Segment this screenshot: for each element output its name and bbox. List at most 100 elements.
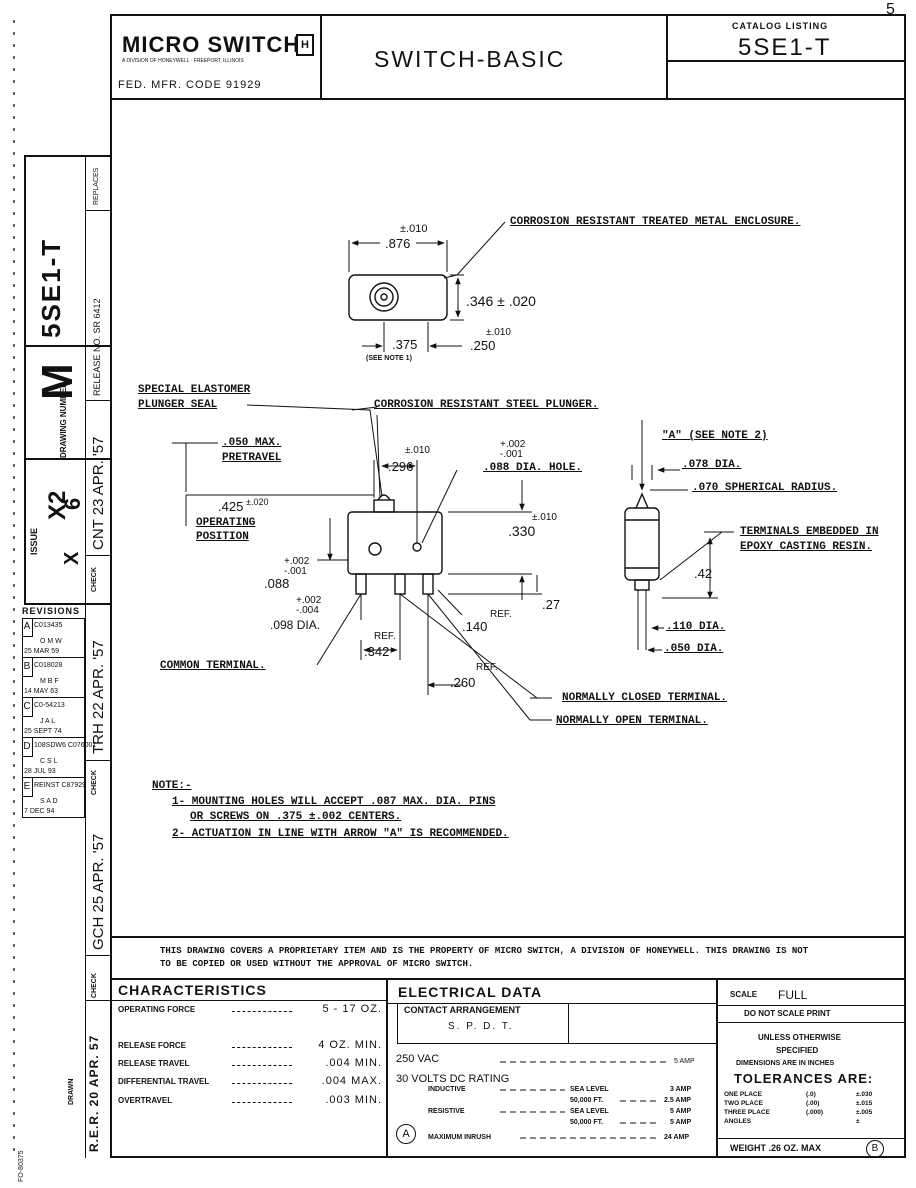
dia-050-label: .050 DIA. bbox=[664, 643, 724, 655]
tolerance-value: ±.005 bbox=[856, 1109, 873, 1116]
dim-250: .250 bbox=[470, 338, 496, 353]
hole-tol-minus: -.001 bbox=[500, 449, 523, 460]
company-sub: A DIVISION OF HONEYWELL · FREEPORT, ILLI… bbox=[122, 58, 244, 64]
check-label-2: CHECK bbox=[91, 770, 98, 795]
revision-letter: A bbox=[22, 618, 33, 637]
issue-struck: X bbox=[61, 551, 83, 565]
form-number: FO-80375 bbox=[18, 1150, 25, 1182]
ref-label-2: REF. bbox=[374, 631, 396, 642]
characteristic-value: .004 MAX. bbox=[321, 1075, 382, 1087]
tolerance-example: (.00) bbox=[806, 1100, 820, 1107]
dim-296-tol: ±.010 bbox=[405, 445, 430, 456]
revision-by: M B F bbox=[40, 678, 59, 685]
tolerance-label: ANGLES bbox=[724, 1118, 752, 1125]
dim-088: .088 bbox=[264, 576, 290, 591]
tolerance-value: ±.030 bbox=[856, 1091, 873, 1098]
tolerance-label: TWO PLACE bbox=[724, 1100, 763, 1107]
no-terminal-label: NORMALLY OPEN TERMINAL. bbox=[556, 715, 708, 727]
vac-amp: 5 AMP bbox=[674, 1058, 695, 1065]
drawn-label: DRAWN bbox=[68, 1078, 75, 1105]
drawing-number-label: DRAWING NUMBER bbox=[59, 382, 68, 458]
notes-heading: NOTE:- bbox=[152, 780, 192, 792]
issue-label: ISSUE bbox=[29, 527, 39, 555]
fed-code: FED. MFR. CODE 91929 bbox=[118, 79, 262, 91]
signature-trh: TRH 22 APR. '57 bbox=[90, 640, 107, 754]
characteristics-divider bbox=[110, 1000, 388, 1001]
revision-letter: D bbox=[22, 738, 33, 757]
revision-code: 108SDW6 C076001 bbox=[34, 742, 97, 749]
catalog-divider bbox=[666, 60, 906, 62]
revision-letter: E bbox=[22, 778, 33, 797]
rev-b-circle: B bbox=[866, 1140, 884, 1158]
tolerance-example: (.0) bbox=[806, 1091, 816, 1098]
revision-date: 28 JUL 93 bbox=[24, 768, 56, 775]
res-alt-amp: 5 AMP bbox=[670, 1119, 692, 1126]
inrush-label: MAXIMUM INRUSH bbox=[428, 1134, 491, 1141]
side-title-block bbox=[24, 155, 112, 605]
steel-plunger-label: CORROSION RESISTANT STEEL PLUNGER. bbox=[374, 399, 599, 411]
unless-line-1: UNLESS OTHERWISE bbox=[758, 1033, 841, 1042]
ind-alt-amp: 2.5 AMP bbox=[664, 1097, 691, 1104]
revision-by: S A D bbox=[40, 798, 58, 805]
side-divider-5 bbox=[85, 400, 112, 401]
characteristic-label: RELEASE FORCE bbox=[118, 1041, 187, 1050]
dim-330: .330 bbox=[508, 523, 536, 539]
weight: WEIGHT .26 OZ. MAX bbox=[730, 1143, 822, 1153]
revision-code: REINST C87929 bbox=[34, 782, 87, 789]
res-sl-amp: 5 AMP bbox=[670, 1108, 692, 1115]
ind-sl-amp: 3 AMP bbox=[670, 1086, 692, 1093]
dim-098-minus: -.004 bbox=[296, 605, 319, 616]
revision-code: C018028 bbox=[34, 662, 63, 669]
dim-098-plus: +.002 bbox=[296, 595, 322, 606]
drawing-title: SWITCH-BASIC bbox=[374, 46, 566, 72]
proprietary-notice: THIS DRAWING COVERS A PROPRIETARY ITEM A… bbox=[160, 946, 809, 969]
dim-342: .342 bbox=[364, 644, 390, 659]
contact-value: S. P. D. T. bbox=[448, 1021, 514, 1032]
ind-sea-level: SEA LEVEL bbox=[570, 1086, 609, 1093]
honeywell-mark-icon: H bbox=[296, 34, 314, 56]
revision-by: C S L bbox=[40, 758, 58, 765]
release-label: RELEASE NO. SR 6412 bbox=[92, 298, 102, 396]
dim-140: .140 bbox=[462, 619, 488, 634]
side-divider-8 bbox=[85, 955, 112, 956]
hole-dia-label: .088 DIA. HOLE. bbox=[483, 462, 583, 474]
nc-terminal-label: NORMALLY CLOSED TERMINAL. bbox=[562, 692, 728, 704]
characteristic-value: 5 - 17 OZ. bbox=[322, 1003, 382, 1015]
leader-dash bbox=[232, 1011, 292, 1012]
electrical-title: ELECTRICAL DATA bbox=[398, 984, 543, 1000]
tolerance-value: ±.015 bbox=[856, 1100, 873, 1107]
dim-876-tol: ±.010 bbox=[400, 223, 428, 235]
dim-088-plus: +.002 bbox=[284, 556, 310, 567]
side-divider-10 bbox=[85, 555, 86, 1158]
scale-divider-1 bbox=[716, 1005, 906, 1006]
plunger-seal-label: SPECIAL ELASTOMER PLUNGER SEAL bbox=[138, 384, 251, 411]
characteristics-title: CHARACTERISTICS bbox=[118, 982, 267, 998]
characteristic-value: .004 MIN. bbox=[325, 1057, 382, 1069]
dia-110-label: .110 DIA. bbox=[666, 621, 726, 633]
see-note-1: (SEE NOTE 1) bbox=[366, 355, 412, 362]
electrical-divider bbox=[386, 1003, 718, 1004]
tolerance-label: ONE PLACE bbox=[724, 1091, 762, 1098]
pretravel-label: .050 MAX. PRETRAVEL bbox=[222, 437, 282, 464]
vac-rating: 250 VAC bbox=[396, 1053, 440, 1065]
characteristic-label: DIFFERENTIAL TRAVEL bbox=[118, 1077, 210, 1086]
op-pos-label: OPERATING POSITION bbox=[196, 517, 256, 543]
contact-label: CONTACT ARRANGEMENT bbox=[404, 1005, 521, 1015]
dim-250-tol: ±.010 bbox=[486, 327, 511, 338]
front-view-body bbox=[347, 511, 443, 575]
dim-260: .260 bbox=[450, 675, 476, 690]
res-sea-level: SEA LEVEL bbox=[570, 1108, 609, 1115]
arrow-a-label: "A" (SEE NOTE 2) bbox=[662, 430, 768, 442]
inrush-amp: 24 AMP bbox=[664, 1134, 690, 1141]
hole-tol-plus: +.002 bbox=[500, 439, 526, 450]
check-label-1: CHECK bbox=[91, 567, 98, 592]
tolerance-example: (.000) bbox=[806, 1109, 823, 1116]
revision-date: 25 SEPT 74 bbox=[24, 728, 62, 735]
replaces-label: REPLACES bbox=[93, 167, 100, 205]
leader-dash bbox=[232, 1083, 292, 1084]
vdc-rating: 30 VOLTS DC RATING bbox=[396, 1073, 510, 1085]
side-divider-2 bbox=[24, 345, 112, 347]
